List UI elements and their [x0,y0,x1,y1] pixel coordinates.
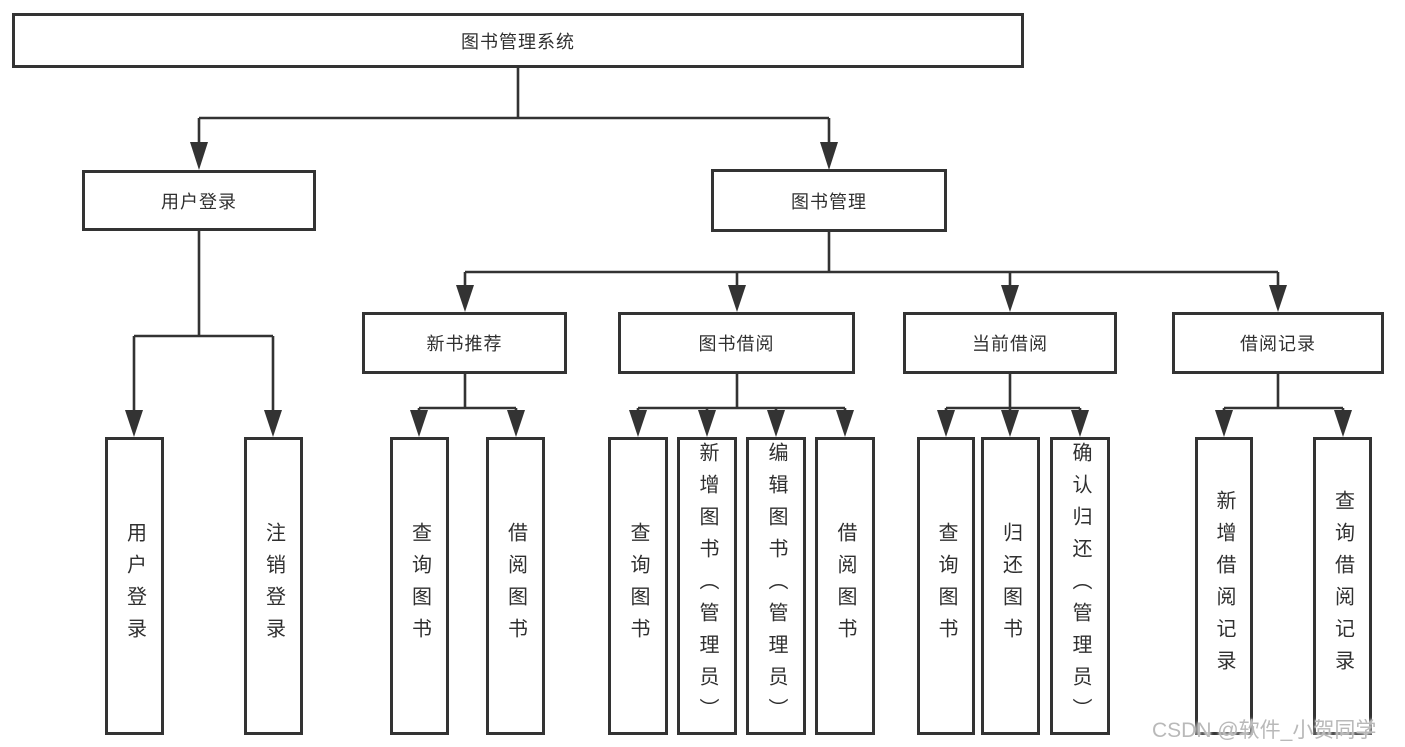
node-leaf-cb-return-books-label: 归还图书 [999,522,1022,650]
connector-paths [132,68,1345,416]
node-leaf-cb-return-books: 归还图书 [981,437,1040,735]
node-leaf-nb-query-books-label: 查询图书 [408,522,431,650]
node-leaf-bb-add-books-admin-label: 新增图书（管理员） [696,442,718,730]
node-book-borrowing: 图书借阅 [618,312,855,374]
node-new-book-recommend-label: 新书推荐 [426,334,503,354]
node-current-borrowing: 当前借阅 [903,312,1117,374]
node-book-management-branch-label: 图书管理 [791,191,867,212]
node-leaf-bb-edit-books-admin-label: 编辑图书（管理员） [765,442,787,730]
node-leaf-bb-query-books: 查询图书 [608,437,668,735]
node-borrowing-records: 借阅记录 [1172,312,1384,374]
node-root-system: 图书管理系统 [12,13,1024,68]
node-leaf-cb-query-books-label: 查询图书 [935,522,957,650]
node-leaf-br-add-record: 新增借阅记录 [1195,437,1253,735]
node-book-borrowing-label: 图书借阅 [698,334,775,354]
node-root-system-label: 图书管理系统 [461,31,575,52]
node-leaf-cb-confirm-return-admin-label: 确认归还（管理员） [1069,442,1091,730]
node-user-login-branch-label: 用户登录 [161,191,237,212]
node-leaf-logout-label: 注销登录 [262,522,285,650]
node-leaf-br-query-record-label: 查询借阅记录 [1331,490,1354,682]
node-leaf-bb-query-books-label: 查询图书 [627,522,649,650]
node-leaf-cb-confirm-return-admin: 确认归还（管理员） [1050,437,1110,735]
node-leaf-user-login: 用户登录 [105,437,164,735]
node-user-login-branch: 用户登录 [82,170,316,231]
node-leaf-cb-query-books: 查询图书 [917,437,975,735]
node-borrowing-records-label: 借阅记录 [1240,334,1316,354]
node-leaf-br-query-record: 查询借阅记录 [1313,437,1372,735]
node-leaf-br-add-record-label: 新增借阅记录 [1213,490,1235,682]
node-leaf-nb-query-books: 查询图书 [390,437,449,735]
node-leaf-bb-add-books-admin: 新增图书（管理员） [677,437,737,735]
connector-arrowheads [125,142,1352,437]
node-book-management-branch: 图书管理 [711,169,947,232]
node-leaf-bb-borrow-books-label: 借阅图书 [834,522,856,650]
node-leaf-nb-borrow-books: 借阅图书 [486,437,545,735]
node-leaf-logout: 注销登录 [244,437,303,735]
node-leaf-nb-borrow-books-label: 借阅图书 [504,522,527,650]
node-leaf-bb-borrow-books: 借阅图书 [815,437,875,735]
node-leaf-user-login-label: 用户登录 [123,522,146,650]
node-current-borrowing-label: 当前借阅 [972,334,1048,354]
node-new-book-recommend: 新书推荐 [362,312,567,374]
watermark: CSDN @软件_小贺同学 [1152,719,1377,742]
node-leaf-bb-edit-books-admin: 编辑图书（管理员） [746,437,806,735]
